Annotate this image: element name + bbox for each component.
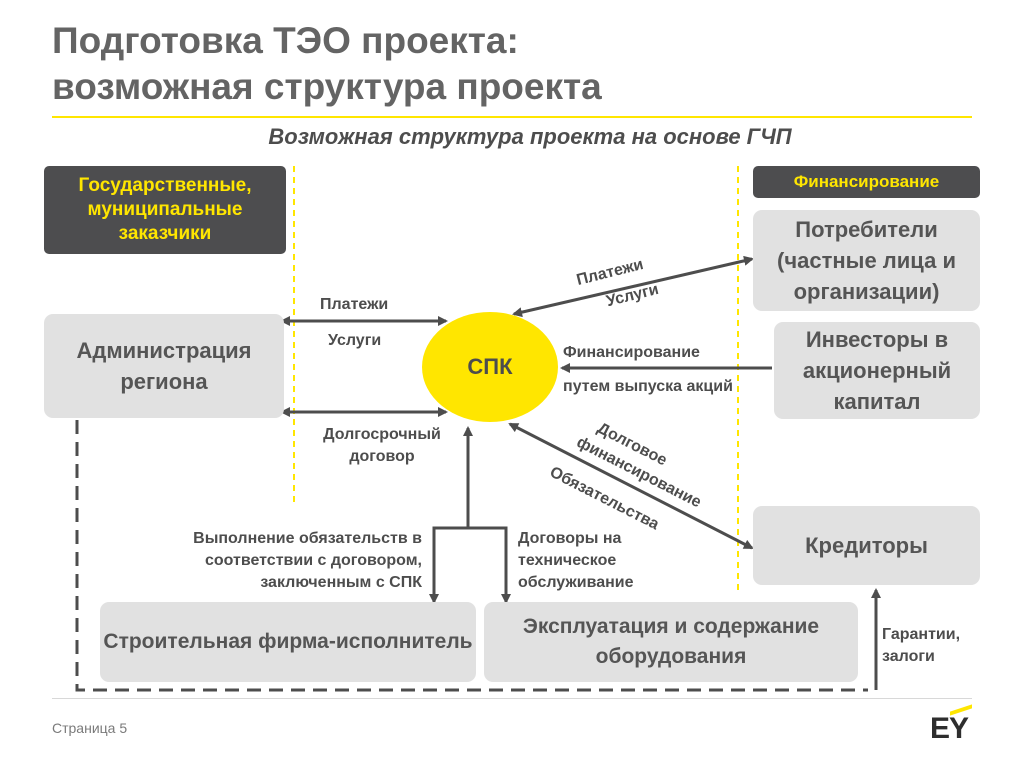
title-divider — [52, 116, 972, 118]
diagram-subtitle: Возможная структура проекта на основе ГЧ… — [268, 124, 792, 149]
admin-region-box: Администрация региона — [44, 314, 284, 418]
payments-label-left: Платежи — [320, 296, 389, 313]
gov-customers-header: Государственные, муниципальные заказчики — [44, 166, 286, 254]
ey-logo: EY — [930, 712, 969, 745]
page-title: Подготовка ТЭО проекта: возможная структ… — [52, 18, 952, 110]
builder-box: Строительная фирма-исполнитель — [100, 602, 476, 682]
shares-label: путем выпуска акций — [563, 378, 733, 395]
guarantees-label: Гарантии, залоги — [882, 626, 961, 665]
page-title-line1: Подготовка ТЭО проекта: — [52, 20, 519, 61]
investors-box: Инвесторы в акционерный капитал — [774, 322, 980, 419]
debt-arrow — [508, 422, 754, 550]
dashed-frame — [75, 420, 868, 692]
payments-arrow-right — [512, 255, 754, 318]
fulfilment-label: Выполнение обязательств в соответствии с… — [193, 530, 422, 591]
operation-box: Эксплуатация и содержание оборудования — [484, 602, 858, 682]
creditors-box: Кредиторы — [753, 506, 980, 585]
financing-label: Финансирование — [563, 344, 700, 361]
financing-header: Финансирование — [753, 166, 980, 198]
spk-node: СПК — [422, 312, 558, 422]
long-term-contract-label: Долгосрочный договор — [323, 426, 441, 465]
services-label-left: Услуги — [328, 332, 382, 349]
builder-connector — [429, 526, 468, 604]
consumers-box: Потребители (частные лица и организации) — [753, 210, 980, 311]
footer-divider — [52, 698, 972, 699]
maintenance-label: Договоры на техническое обслуживание — [518, 530, 634, 591]
page-number: Страница 5 — [52, 720, 128, 736]
operation-connector — [466, 526, 511, 604]
page-title-line2: возможная структура проекта — [52, 66, 602, 107]
